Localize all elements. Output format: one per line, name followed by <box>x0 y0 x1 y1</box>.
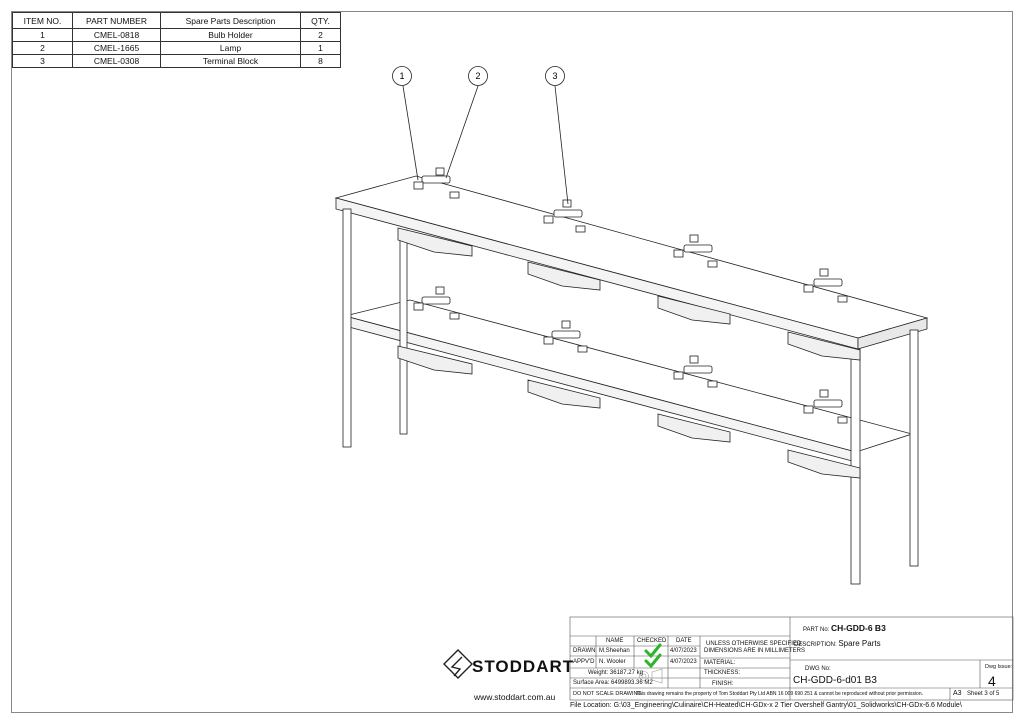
approved-date: 4/07/2023 <box>670 659 697 665</box>
bom-part: CMEL-0308 <box>72 54 161 68</box>
top-shelf-end <box>857 317 928 350</box>
dwg-issue-value: 4 <box>988 673 996 689</box>
part-no-label: PART No: <box>803 627 830 633</box>
unless-specified-text: UNLESS OTHERWISE SPECIFIED: <box>706 641 803 647</box>
dwg-no-value: CH-GDD-6-d01 B3 <box>793 675 877 686</box>
dwg-no-label: DWG No: <box>805 666 831 672</box>
sheet-number: Sheet 3 of 5 <box>967 691 1000 697</box>
finish-label: FINISH: <box>712 681 734 687</box>
bom-desc: Terminal Block <box>160 54 301 68</box>
drawn-date: 4/07/2023 <box>670 648 697 654</box>
bottom-shelf-front <box>344 315 857 463</box>
bom-row: 3 CMEL-0308 Terminal Block 8 <box>12 54 341 68</box>
balloon-1 <box>392 66 412 86</box>
spare-parts-bottom <box>413 286 848 424</box>
balloon-3 <box>545 66 565 86</box>
drawing-border <box>11 11 1013 713</box>
file-location: File Location: G:\03_Engineering\Culinai… <box>570 702 962 709</box>
bom-table: ITEM NO. PART NUMBER Spare Parts Descrip… <box>12 12 341 68</box>
bom-row: 1 CMEL-0818 Bulb Holder 2 <box>12 28 341 42</box>
surface-area-text: Surface Area: 6499893.36 M2 <box>573 680 653 686</box>
approved-name: N. Wooler <box>599 659 626 665</box>
balloon-1-label: 1 <box>399 71 404 81</box>
part-no-value: CH-GDD-6 B3 <box>831 623 886 633</box>
lamp-housings-bottom <box>397 345 861 479</box>
col-checked-header: CHECKED <box>637 638 667 644</box>
description-value: Spare Parts <box>838 639 881 648</box>
balloon-leader-3 <box>554 85 569 205</box>
property-note: This drawing remains the property of Tom… <box>636 691 924 697</box>
dwg-issue-label: Dwg Issue: <box>985 664 1013 670</box>
title-block-grid <box>569 616 1014 701</box>
drawn-label: DRAWN <box>573 648 596 654</box>
col-date-header: DATE <box>676 638 692 644</box>
balloon-3-label: 3 <box>552 71 557 81</box>
spare-parts-top <box>413 167 848 303</box>
lamp-housings-top <box>397 227 861 361</box>
col-name-header: NAME <box>606 638 624 644</box>
balloon-leader-1 <box>402 85 419 181</box>
approved-label: APPV'D <box>573 659 595 665</box>
drawn-name: M.Sheehan <box>599 648 630 654</box>
description-label: DESCRIPTION: <box>794 642 837 648</box>
check-icons <box>644 643 662 669</box>
company-website: www.stoddart.com.au <box>474 692 556 702</box>
thickness-label: THICKNESS: <box>704 670 741 676</box>
balloon-2 <box>468 66 488 86</box>
sheet-size: A3 <box>953 690 962 697</box>
approved-check-icon <box>644 653 662 669</box>
stoddart-logo-mark <box>443 649 473 679</box>
do-not-scale-note: DO NOT SCALE DRAWING <box>573 691 642 697</box>
dimensions-note: DIMENSIONS ARE IN MILLIMETERS <box>704 648 806 654</box>
balloon-2-label: 2 <box>475 71 480 81</box>
material-label: MATERIAL: <box>704 660 736 666</box>
weight-text: Weight: 36187.27 kg <box>588 670 643 676</box>
projection-symbol-icon <box>639 668 663 684</box>
balloon-leader-2 <box>445 85 479 179</box>
bom-header-row: ITEM NO. PART NUMBER Spare Parts Descrip… <box>12 12 341 29</box>
bom-qty: 8 <box>300 54 341 68</box>
company-logo-text: STODDART <box>472 657 575 676</box>
drawn-check-icon <box>644 643 662 659</box>
